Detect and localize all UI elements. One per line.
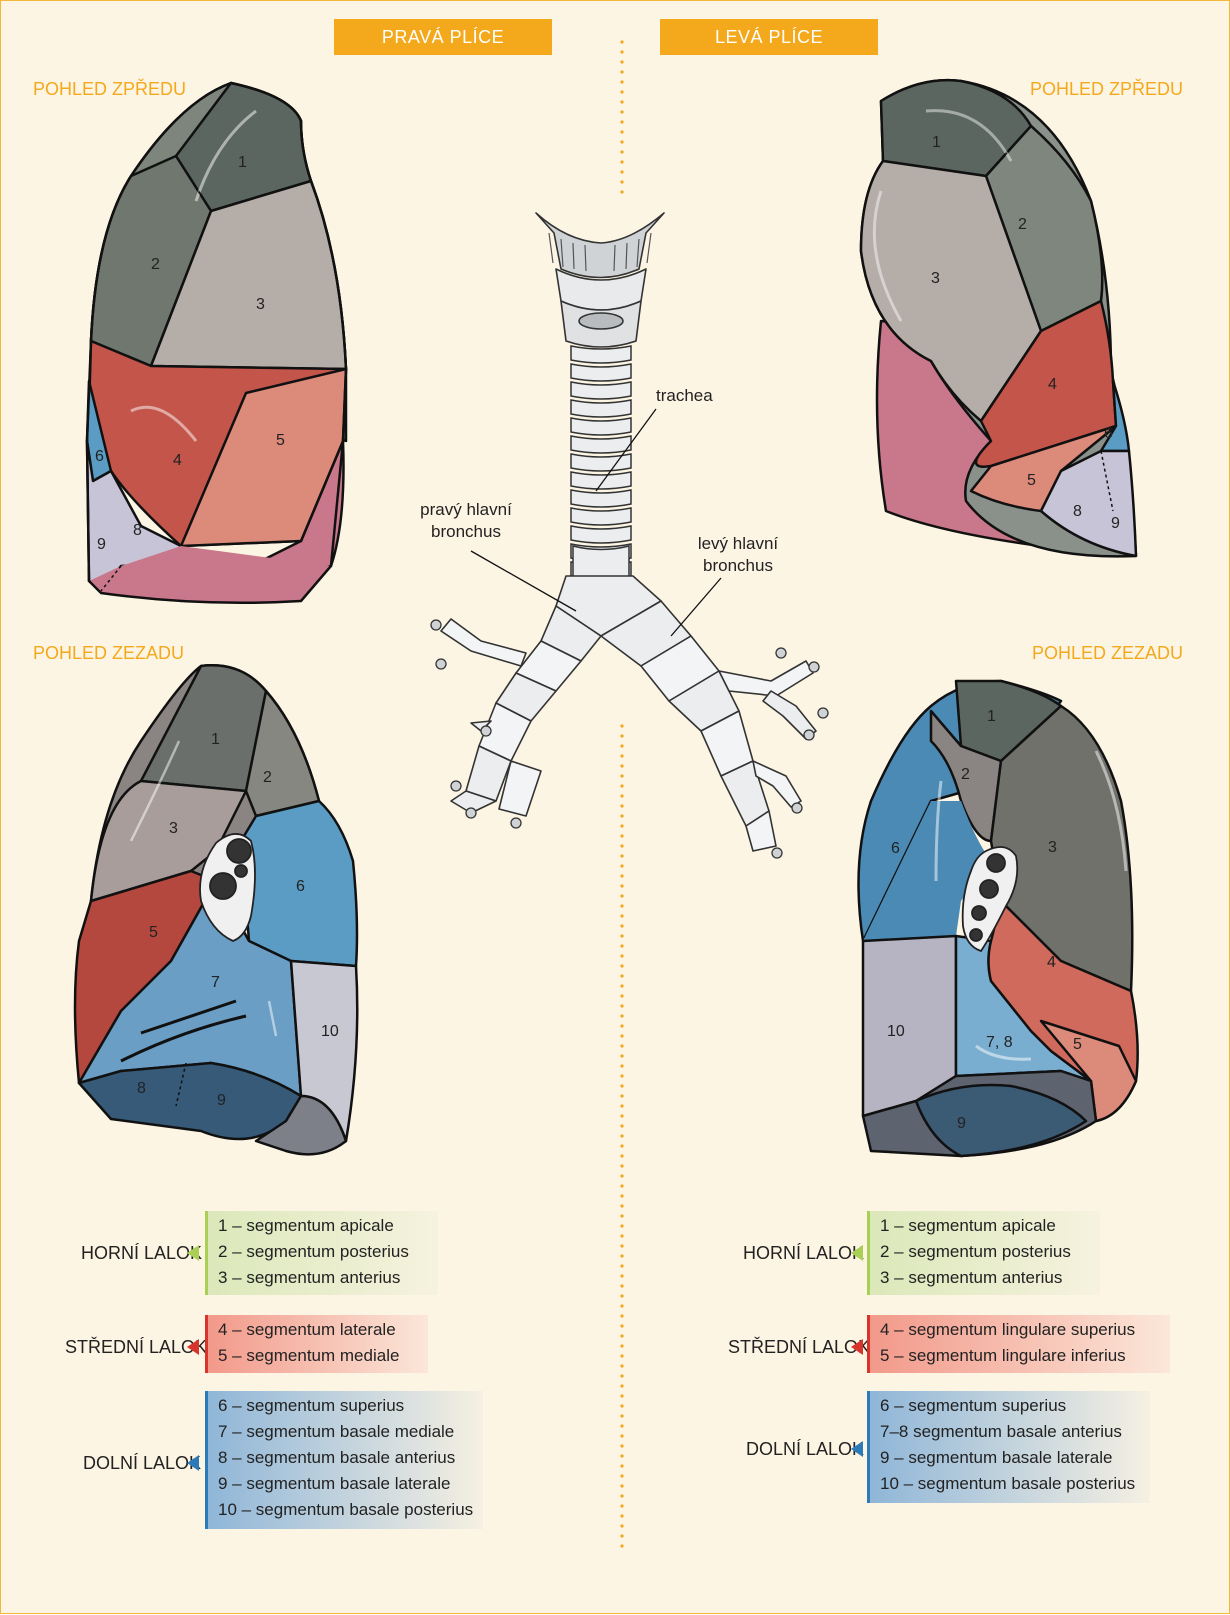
- legend-left-upper-item: 2 – segmentum posterius: [880, 1239, 1090, 1265]
- legend-left-lower-marker: [851, 1441, 863, 1457]
- legend-right-middle-box: 4 – segmentum laterale 5 – segmentum med…: [205, 1315, 428, 1373]
- legend-left-upper-item: 3 – segmentum anterius: [880, 1265, 1090, 1291]
- seg-lb-5: 5: [1073, 1036, 1082, 1053]
- legend-right-upper-item: 2 – segmentum posterius: [218, 1239, 428, 1265]
- legend-right-middle-item: 4 – segmentum laterale: [218, 1317, 418, 1343]
- legend-right-upper-marker: [187, 1245, 199, 1261]
- legend-right-lower-item: 6 – segmentum superius: [218, 1393, 473, 1419]
- legend-left-lower-item: 7–8 segmentum basale anterius: [880, 1419, 1140, 1445]
- legend-right-upper-title: HORNÍ LALOK: [81, 1243, 202, 1264]
- legend-left-middle-item: 4 – segmentum lingulare superius: [880, 1317, 1160, 1343]
- seg-lb-78: 7, 8: [986, 1034, 1013, 1051]
- legend-right-lower-title: DOLNÍ LALOK: [83, 1453, 201, 1474]
- legend-right-middle-title: STŘEDNÍ LALOK: [65, 1337, 207, 1358]
- legend-left-middle-item: 5 – segmentum lingulare inferius: [880, 1343, 1160, 1369]
- legend-left-middle-marker: [851, 1339, 863, 1355]
- seg-lb-6: 6: [891, 840, 900, 857]
- legend-right-lower-item: 9 – segmentum basale laterale: [218, 1471, 473, 1497]
- legend-right-lower-item: 8 – segmentum basale anterius: [218, 1445, 473, 1471]
- legend-right-upper-item: 3 – segmentum anterius: [218, 1265, 428, 1291]
- legend-right-upper-item: 1 – segmentum apicale: [218, 1213, 428, 1239]
- seg-lb-10: 10: [887, 1023, 905, 1040]
- legend-left-lower-box: 6 – segmentum superius 7–8 segmentum bas…: [867, 1391, 1150, 1503]
- legend-left-upper-item: 1 – segmentum apicale: [880, 1213, 1090, 1239]
- seg-lb-9: 9: [957, 1115, 966, 1132]
- seg-lb-3: 3: [1048, 839, 1057, 856]
- legend-left-middle-title: STŘEDNÍ LALOK: [728, 1337, 870, 1358]
- legend-right-lower-marker: [187, 1455, 199, 1471]
- seg-lb-2: 2: [961, 766, 970, 783]
- legend-right-lower-box: 6 – segmentum superius 7 – segmentum bas…: [205, 1391, 483, 1529]
- legend-left-lower-item: 6 – segmentum superius: [880, 1393, 1140, 1419]
- legend-left-lower-item: 10 – segmentum basale posterius: [880, 1471, 1140, 1497]
- legend-left-upper-title: HORNÍ LALOK: [743, 1243, 864, 1264]
- legend-left-lower-title: DOLNÍ LALOK: [746, 1439, 864, 1460]
- seg-lb-4: 4: [1047, 954, 1056, 971]
- legend-left-lower-item: 9 – segmentum basale laterale: [880, 1445, 1140, 1471]
- legend-right-middle-marker: [187, 1339, 199, 1355]
- legend-left-upper-marker: [851, 1245, 863, 1261]
- legend-right-lower-item: 10 – segmentum basale posterius: [218, 1497, 473, 1523]
- legend-right-lower-item: 7 – segmentum basale mediale: [218, 1419, 473, 1445]
- seg-lb-1: 1: [987, 708, 996, 725]
- legend-left-middle-box: 4 – segmentum lingulare superius 5 – seg…: [867, 1315, 1170, 1373]
- legend-left-upper-box: 1 – segmentum apicale 2 – segmentum post…: [867, 1211, 1100, 1295]
- legend-right-middle-item: 5 – segmentum mediale: [218, 1343, 418, 1369]
- legend-right-upper-box: 1 – segmentum apicale 2 – segmentum post…: [205, 1211, 438, 1295]
